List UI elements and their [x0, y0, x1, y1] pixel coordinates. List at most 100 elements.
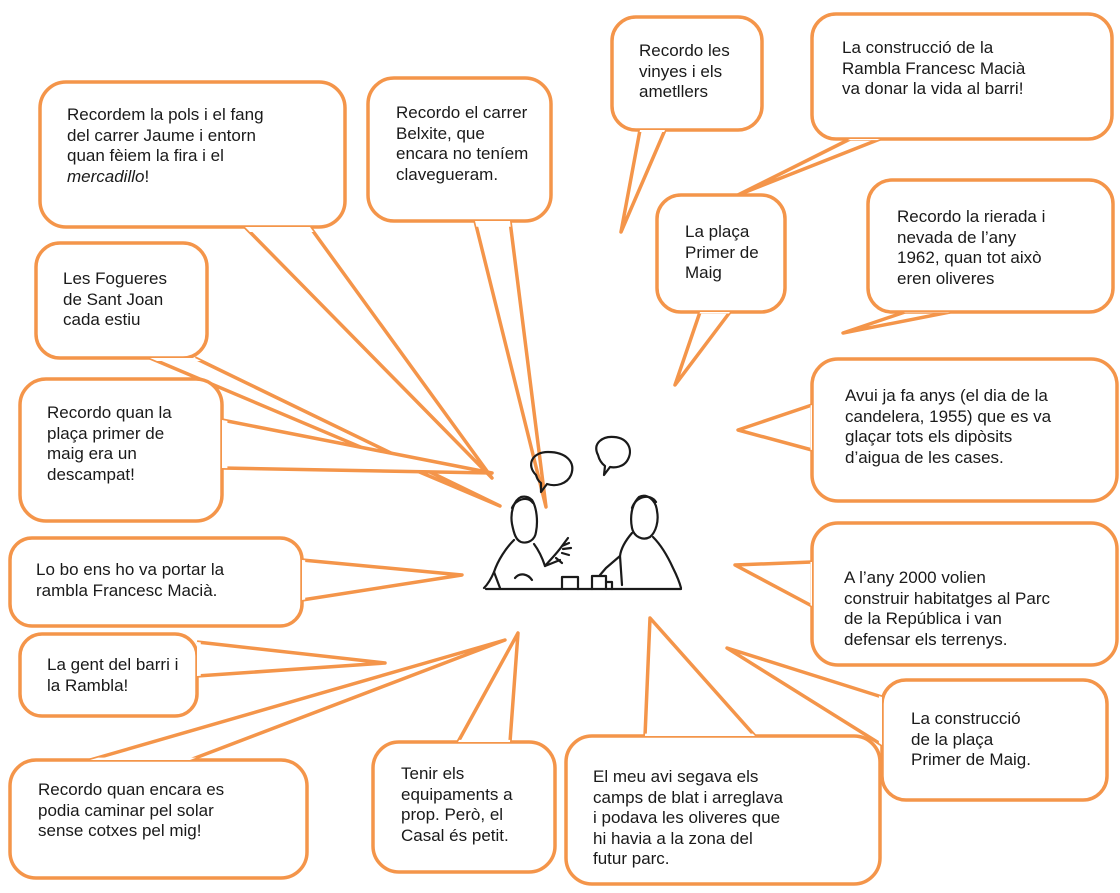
text-line: La plaça: [685, 222, 750, 241]
text-line: defensar els terrenys.: [844, 629, 1008, 649]
text-line: vinyes i els: [639, 61, 723, 81]
text-line: hi havia a la zona del: [593, 828, 753, 848]
bubble-tail-join: [810, 405, 812, 450]
text-line: Rambla Francesc Macià: [842, 58, 1026, 78]
bubble-text-fogueres: Les Fogueres de Sant Joan cada estiu: [63, 269, 167, 331]
bubble-text-avi-segava: El meu avi segava els camps de blat i ar…: [593, 767, 783, 870]
bubble-tail: [673, 310, 732, 387]
text-line: Maig: [685, 263, 722, 282]
text-line: Recordo quan encara es: [38, 780, 225, 799]
bubble-tail-join: [878, 696, 882, 745]
text-line: Recordem la pols i el fang: [67, 105, 264, 124]
bubble-tail-join: [302, 560, 306, 600]
bubble-tail-join: [699, 312, 730, 314]
text-line: rambla Francesc Macià.: [36, 580, 218, 600]
text-line: quan fèiem la fira i el: [67, 146, 224, 165]
text-line: sense cotxes pel mig!: [38, 821, 202, 840]
bubble-tail-join: [150, 358, 202, 361]
bubble-tail: [243, 225, 494, 480]
bubble-text-gent-barri: La gent del barri i la Rambla!: [47, 655, 178, 696]
bubble-body: [866, 178, 1115, 314]
text-line: A l’any 2000 volien: [844, 568, 986, 587]
text-line: Tenir els: [401, 764, 465, 783]
bubble-tail: [736, 403, 813, 452]
speech-bubble-descampat: [18, 377, 494, 523]
text-line: glaçar tots els dipòsits: [845, 427, 1013, 446]
bubble-tail: [733, 560, 813, 608]
bubble-text-candelera: Avui ja fa anys (el dia de la candelera,…: [845, 386, 1051, 468]
text-line: construir habitatges al Parc: [844, 588, 1050, 608]
text-line: clavegueram.: [396, 164, 499, 184]
italic-word: mercadillo: [67, 166, 145, 186]
text-line: La construcció: [911, 709, 1021, 728]
bubble-tail: [456, 631, 520, 743]
text-line: camps de blat i arreglava: [593, 787, 783, 807]
bubble-body: [366, 76, 553, 223]
text-line: encara no teníem: [396, 144, 529, 163]
text-line: de la República i van: [844, 609, 1002, 628]
text-line: Avui ja fa anys (el dia de la: [845, 386, 1048, 405]
speech-bubble-vinyes: [610, 15, 764, 234]
text-line: d’aigua de les cases.: [845, 447, 1004, 467]
bubble-tail-join: [222, 420, 228, 469]
bubble-tail: [736, 137, 881, 197]
bubble-tail-join: [245, 227, 314, 233]
text-line: El meu avi segava els: [593, 767, 759, 786]
bubble-text-rambla-vida: La construcció de la Rambla Francesc Mac…: [842, 38, 1025, 100]
text-line: plaça primer de: [47, 423, 165, 443]
bubble-body: [810, 12, 1114, 141]
bubble-text-equipaments: Tenir els equipaments a prop. Però, el C…: [401, 764, 513, 846]
bubble-tail: [196, 640, 387, 678]
text-line: Casal és petit.: [401, 825, 509, 845]
bubble-tail: [619, 129, 667, 234]
text-line: equipaments a: [401, 784, 513, 804]
speech-bubble-rierada: [841, 178, 1115, 335]
text-line: i podava les oliveres que: [593, 808, 781, 827]
bubble-tail-join: [90, 757, 197, 760]
bubble-text-caminar-solar: Recordo quan encara es podia caminar pel…: [38, 780, 224, 842]
bubble-text-rierada: Recordo la rierada i nevada de l’any 196…: [897, 207, 1045, 289]
text-line: Recordo el carrer: [396, 103, 528, 122]
text-line: Primer de: [685, 242, 759, 262]
bubble-tail: [841, 310, 951, 335]
speech-bubble-lo-bo: [8, 536, 464, 628]
bubble-tail-join: [847, 139, 880, 141]
speech-bubble-gent-barri: [18, 632, 387, 718]
bubble-tail: [301, 558, 464, 602]
text-line: descampat!: [47, 464, 135, 484]
bubble-text-pols-fang: Recordem la pols i el fang del carrer Ja…: [67, 105, 264, 187]
speech-bubble-caminar-solar: [8, 638, 507, 880]
bubble-body: [34, 241, 209, 360]
text-line: candelera, 1955) que es va: [845, 406, 1052, 426]
text-line: del carrer Jaume i entorn: [67, 125, 256, 145]
bubble-text-construccio-placa: La construcció de la plaça Primer de Mai…: [911, 709, 1031, 771]
text-line: La gent del barri i: [47, 655, 179, 674]
text-line: La construcció de la: [842, 38, 994, 57]
text-line: nevada de l’any: [897, 227, 1017, 247]
text-line: Recordo les: [639, 41, 730, 60]
speech-bubble-construccio-placa: [725, 646, 1109, 802]
speech-bubble-any-2000: [733, 521, 1119, 667]
text-line: cada estiu: [63, 310, 141, 329]
text-line: futur parc.: [593, 849, 670, 868]
bubble-tail: [473, 220, 548, 509]
bubble-tail-join: [639, 130, 665, 133]
text-line: de la plaça: [911, 729, 994, 749]
text-line: va donar la vida al barri!: [842, 79, 1024, 98]
bubble-tail: [89, 638, 507, 762]
bubble-tail-join: [810, 562, 812, 606]
text-line: prop. Però, el: [401, 805, 504, 824]
text-line: Primer de Maig.: [911, 750, 1031, 769]
text-line: Lo bo ens ho va portar la: [36, 560, 225, 579]
bubble-tail-join: [197, 642, 201, 676]
bubble-body: [38, 80, 347, 229]
text-line: mercadillo!: [67, 167, 264, 188]
speech-bubble-pols-fang: [38, 80, 494, 480]
bubble-text-vinyes: Recordo les vinyes i els ametllers: [639, 41, 730, 103]
text-line: Recordo la rierada i: [897, 207, 1046, 226]
text-line: eren oliveres: [897, 268, 995, 288]
text-line: ametllers: [639, 82, 708, 101]
text-line: Belxite, que: [396, 123, 485, 143]
